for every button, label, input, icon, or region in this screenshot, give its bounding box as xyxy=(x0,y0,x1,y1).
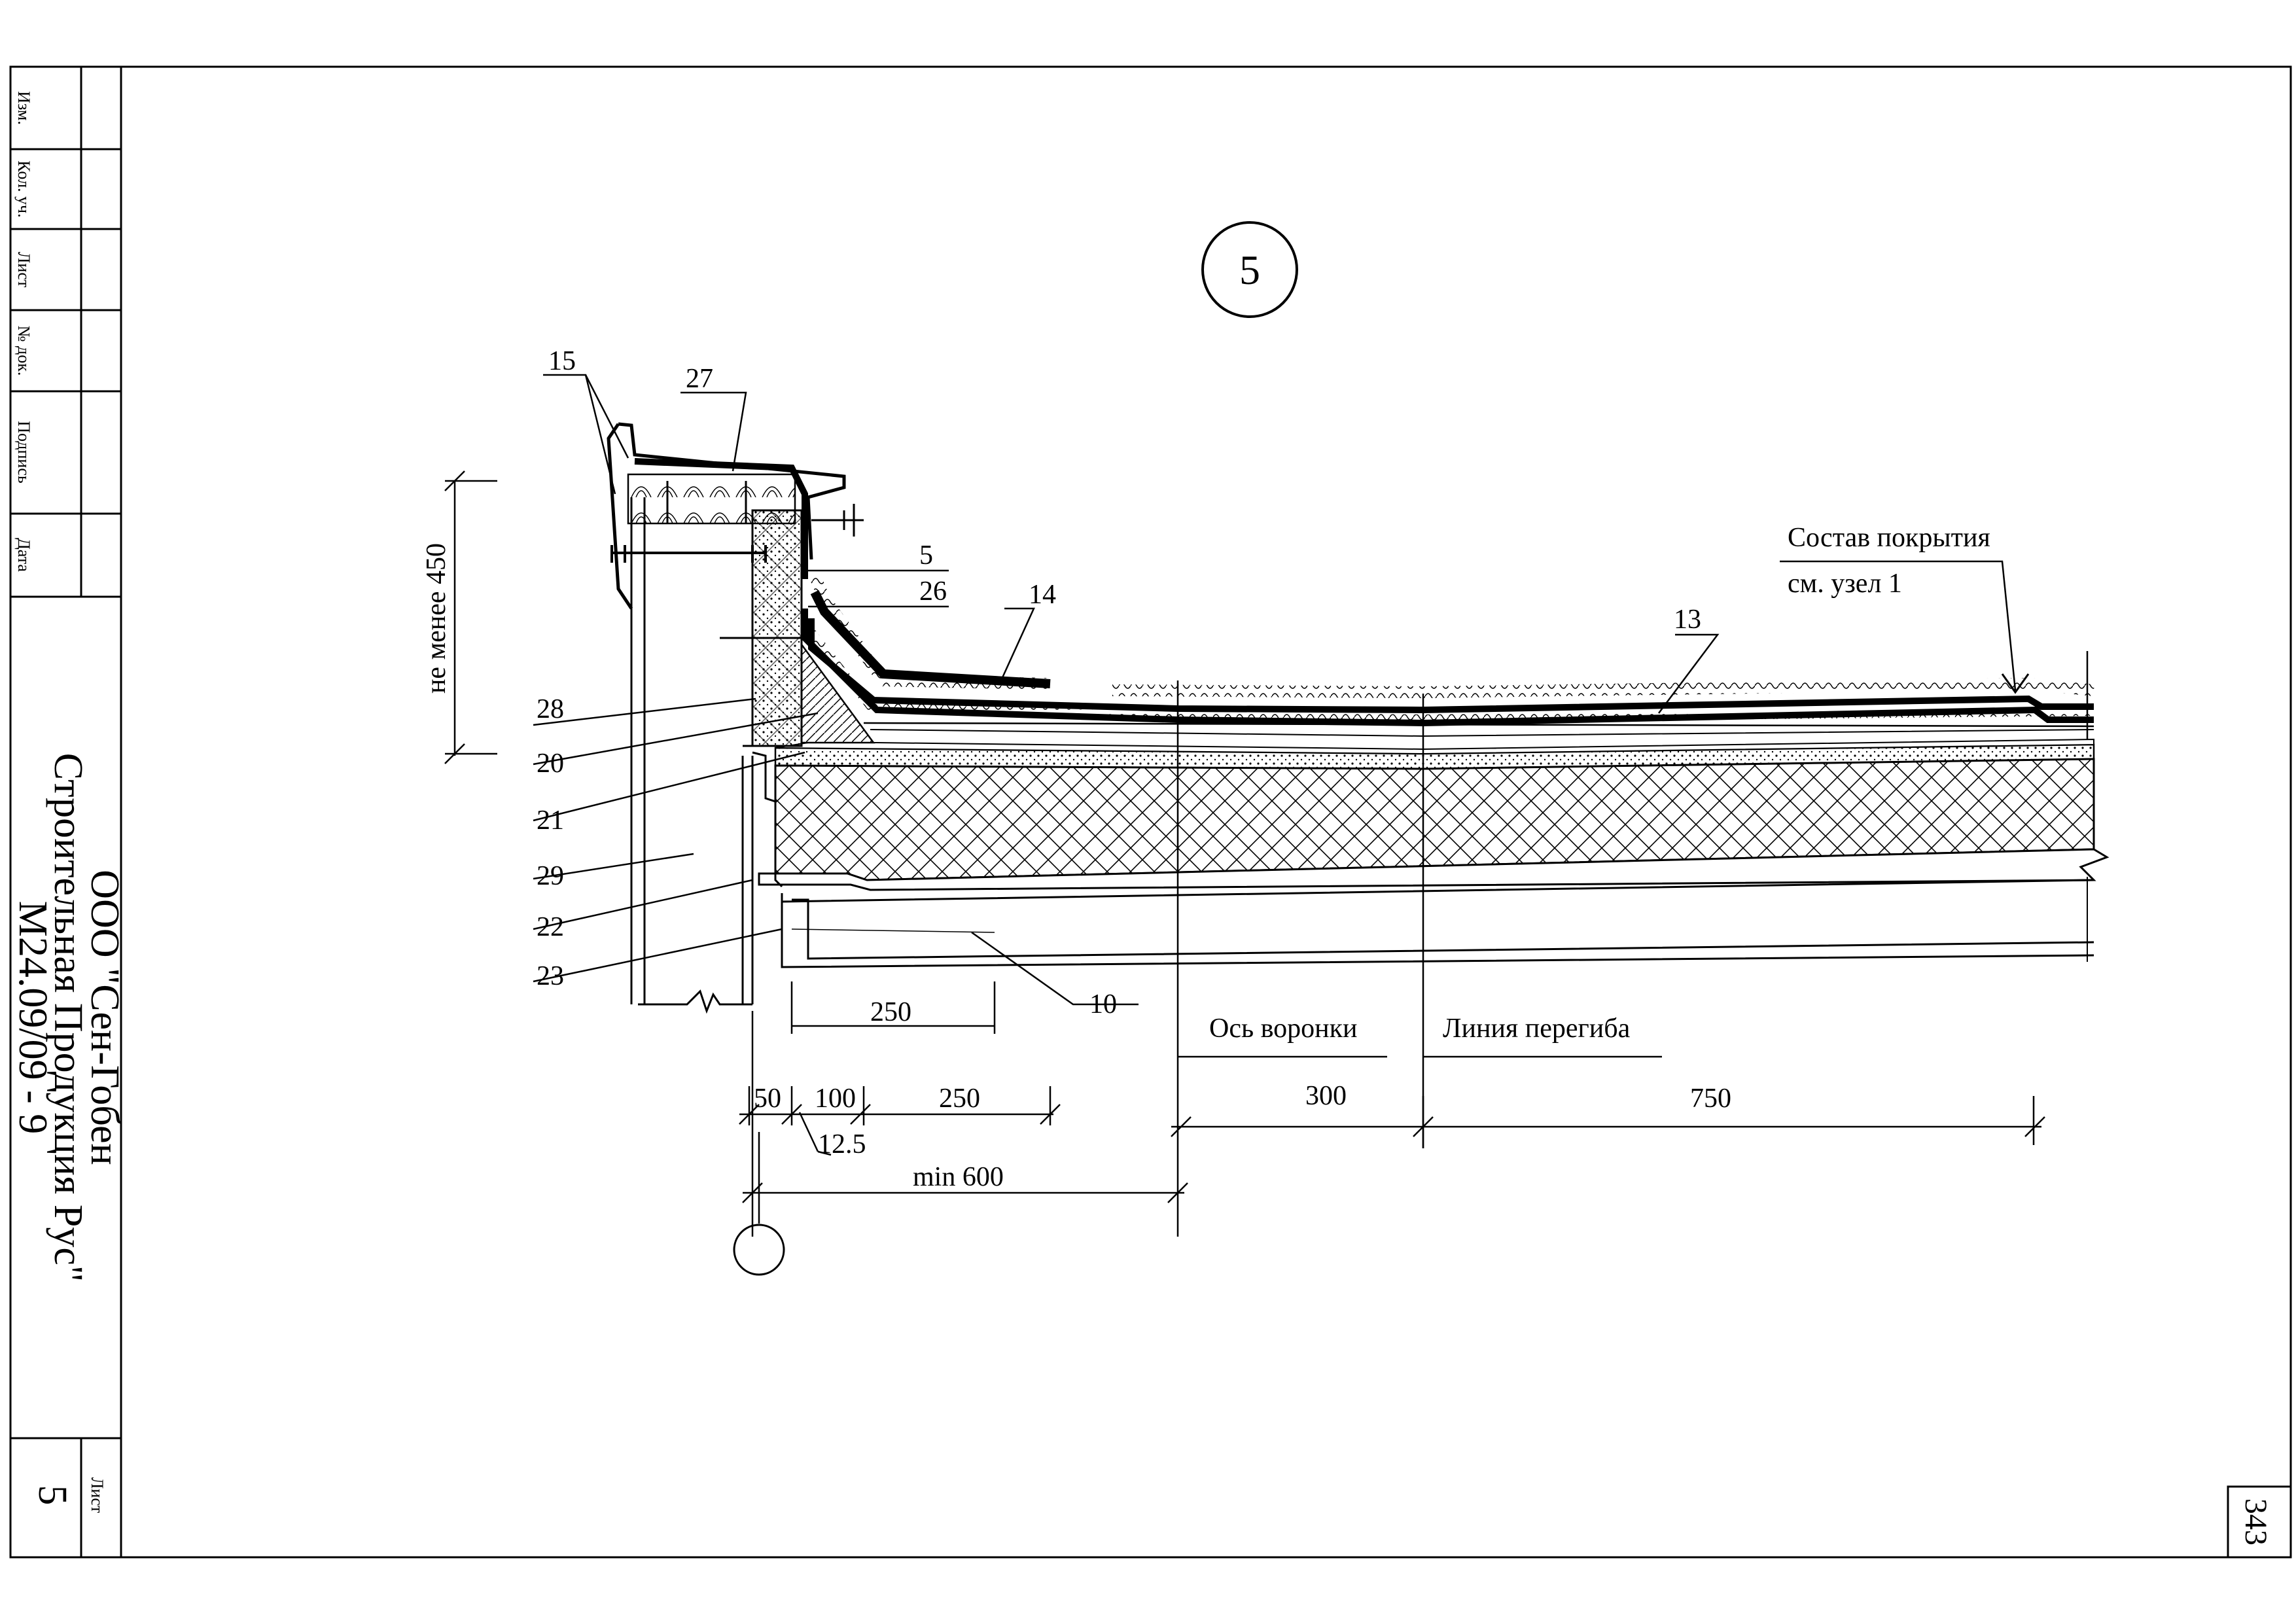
stamp-col-izm: Изм. xyxy=(14,91,33,125)
note-roof-line2: см. узел 1 xyxy=(1788,569,1902,599)
dim-250-top: 250 xyxy=(870,997,911,1027)
slope-layer xyxy=(775,738,2094,755)
stamp-company-line1: ООО "Сен-Гобен xyxy=(82,870,127,1165)
stamp-block: Изм. Кол. уч. Лист № док. Подпись Дата О… xyxy=(10,91,2273,1545)
dim-750: 750 xyxy=(1690,1084,1731,1114)
note-height-min: не менее 450 xyxy=(421,543,451,694)
callout-10: 10 xyxy=(1089,989,1117,1019)
callout-23: 23 xyxy=(537,961,564,991)
dim-50: 50 xyxy=(754,1084,781,1114)
sheet-frame xyxy=(9,65,2292,1559)
cap-membrane xyxy=(634,458,808,579)
dim-300: 300 xyxy=(1305,1081,1347,1111)
callout-29: 29 xyxy=(537,861,564,891)
corrugated-deck xyxy=(781,879,2094,968)
stamp-col-kol: Кол. уч. xyxy=(14,160,33,217)
stamp-col-doc: № док. xyxy=(14,326,33,376)
callout-14: 14 xyxy=(1029,580,1056,610)
stamp-company-line2: Строительная Продукция Рус" xyxy=(46,753,90,1282)
callout-28: 28 xyxy=(537,694,564,724)
callout-26: 26 xyxy=(919,576,947,607)
callout-5: 5 xyxy=(919,540,933,571)
callout-15: 15 xyxy=(548,346,576,376)
callout-20: 20 xyxy=(537,749,564,779)
note-roof-line1: Состав покрытия xyxy=(1788,523,1990,553)
membrane-cap-sheet xyxy=(810,590,1051,688)
reference-lines xyxy=(751,651,2089,1237)
stamp-sheet-label: Лист xyxy=(88,1477,107,1513)
callout-13: 13 xyxy=(1674,605,1701,635)
node-number: 5 xyxy=(1239,247,1260,293)
timber-cap xyxy=(627,473,796,525)
page-number: 343 xyxy=(2238,1498,2273,1545)
stamp-doc-code: М24.09/09 - 9 xyxy=(10,901,55,1135)
dimension-lines xyxy=(444,470,2045,1224)
stamp-col-date: Дата xyxy=(14,538,33,572)
stamp-col-list: Лист xyxy=(14,252,33,287)
deck-sheet xyxy=(758,848,2110,891)
axis-bubble xyxy=(733,1224,785,1276)
dim-12-5: 12.5 xyxy=(818,1129,866,1159)
callout-22: 22 xyxy=(537,912,564,942)
dim-100: 100 xyxy=(815,1084,856,1114)
note-bend-line: Линия перегиба xyxy=(1443,1014,1631,1044)
stamp-col-sign: Подпись xyxy=(14,421,33,484)
fillet-wedge xyxy=(800,642,875,744)
roof-assembly xyxy=(607,422,2110,1014)
notes: Состав покрытия см. узел 1 не менее 450 … xyxy=(421,523,1990,1044)
node-marker: 5 xyxy=(1201,221,1298,318)
callout-27: 27 xyxy=(686,364,713,394)
parapet-insulation xyxy=(752,510,802,746)
stamp-sheet-number: 5 xyxy=(30,1485,75,1506)
dim-250: 250 xyxy=(939,1084,980,1114)
cap-screw xyxy=(811,504,864,537)
leader-lines xyxy=(533,374,2017,1006)
anchor-bolt xyxy=(610,545,767,563)
callout-labels: 15 27 5 26 14 13 28 20 21 29 22 23 10 xyxy=(537,346,1701,1019)
note-funnel-axis: Ось воронки xyxy=(1209,1014,1358,1044)
membrane-middle xyxy=(808,618,2094,714)
callout-21: 21 xyxy=(537,805,564,836)
dim-min-600: min 600 xyxy=(913,1162,1004,1192)
dimension-labels: 250 50 100 250 12.5 min 600 300 750 xyxy=(754,997,1731,1192)
